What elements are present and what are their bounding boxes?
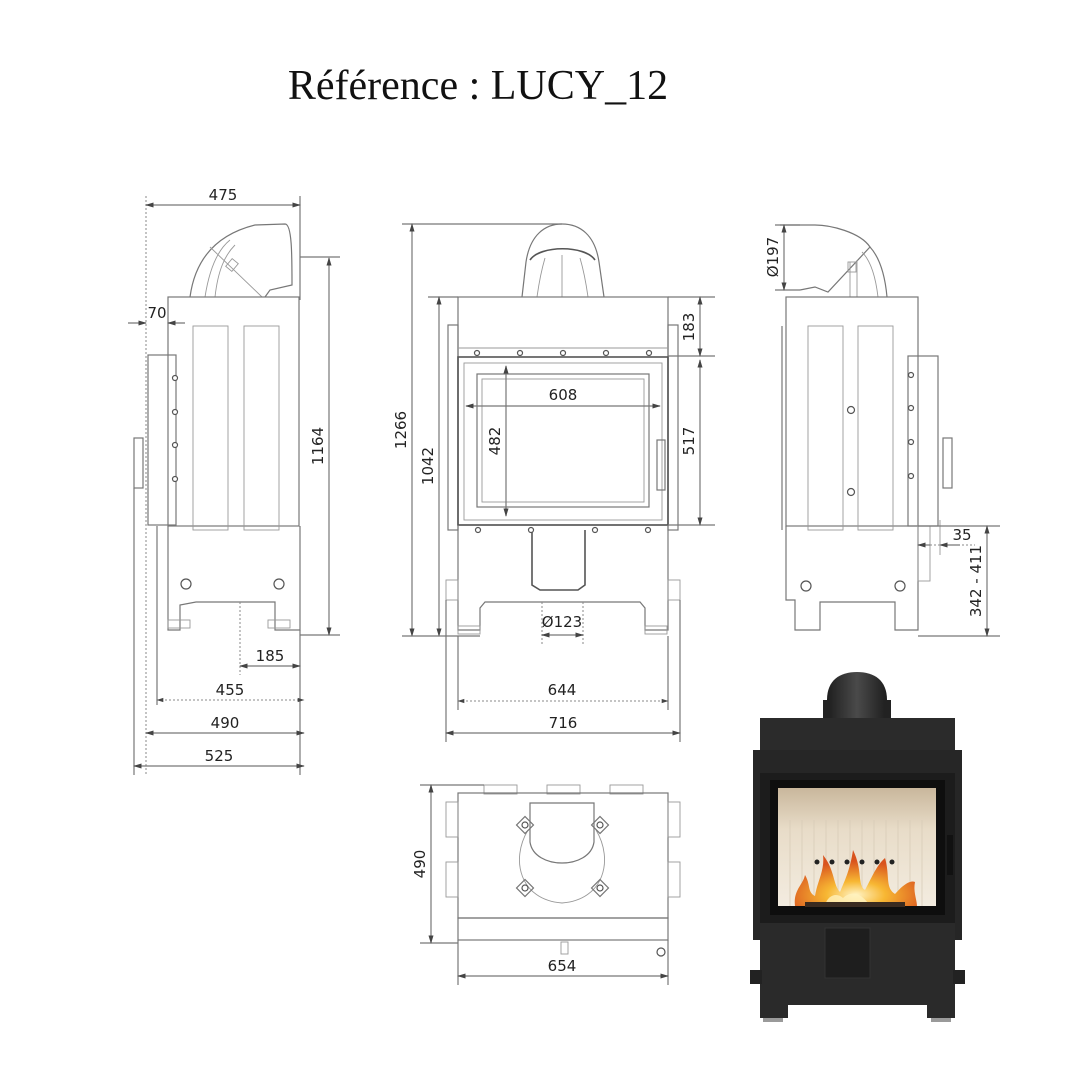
air-inlet	[824, 927, 871, 979]
dim-diam-197: Ø197	[764, 237, 782, 277]
flue-dome	[827, 672, 887, 725]
side-view-left: 475 70 1164	[128, 186, 340, 775]
top-view: 490 654	[411, 784, 681, 985]
front-view: 1266 1042 608 482 183	[392, 223, 715, 742]
product-photo	[750, 672, 965, 1022]
dim-608: 608	[549, 386, 578, 404]
dim-1266: 1266	[392, 411, 410, 449]
dim-1042: 1042	[419, 447, 437, 485]
dim-525: 525	[205, 747, 234, 765]
dim-716: 716	[549, 714, 578, 732]
dim-490-side: 490	[211, 714, 240, 732]
dim-490-top: 490	[411, 850, 429, 879]
top-bolts	[473, 349, 653, 357]
dim-644: 644	[548, 681, 577, 699]
dim-183: 183	[680, 313, 698, 342]
dim-455: 455	[216, 681, 245, 699]
side-view-right: Ø197 35 342 - 411	[764, 224, 1000, 637]
dim-482: 482	[486, 427, 504, 456]
dim-35: 35	[952, 526, 971, 544]
dim-1164: 1164	[309, 427, 327, 465]
dim-475: 475	[209, 186, 238, 204]
dim-185: 185	[256, 647, 285, 665]
dim-517: 517	[680, 427, 698, 456]
dim-654: 654	[548, 957, 577, 975]
flange-bolts	[515, 815, 610, 898]
dim-diam-123: Ø123	[542, 613, 582, 631]
page-title: Référence : LUCY_12	[287, 63, 669, 109]
dim-70: 70	[147, 304, 166, 322]
dim-342-411: 342 - 411	[967, 545, 985, 617]
